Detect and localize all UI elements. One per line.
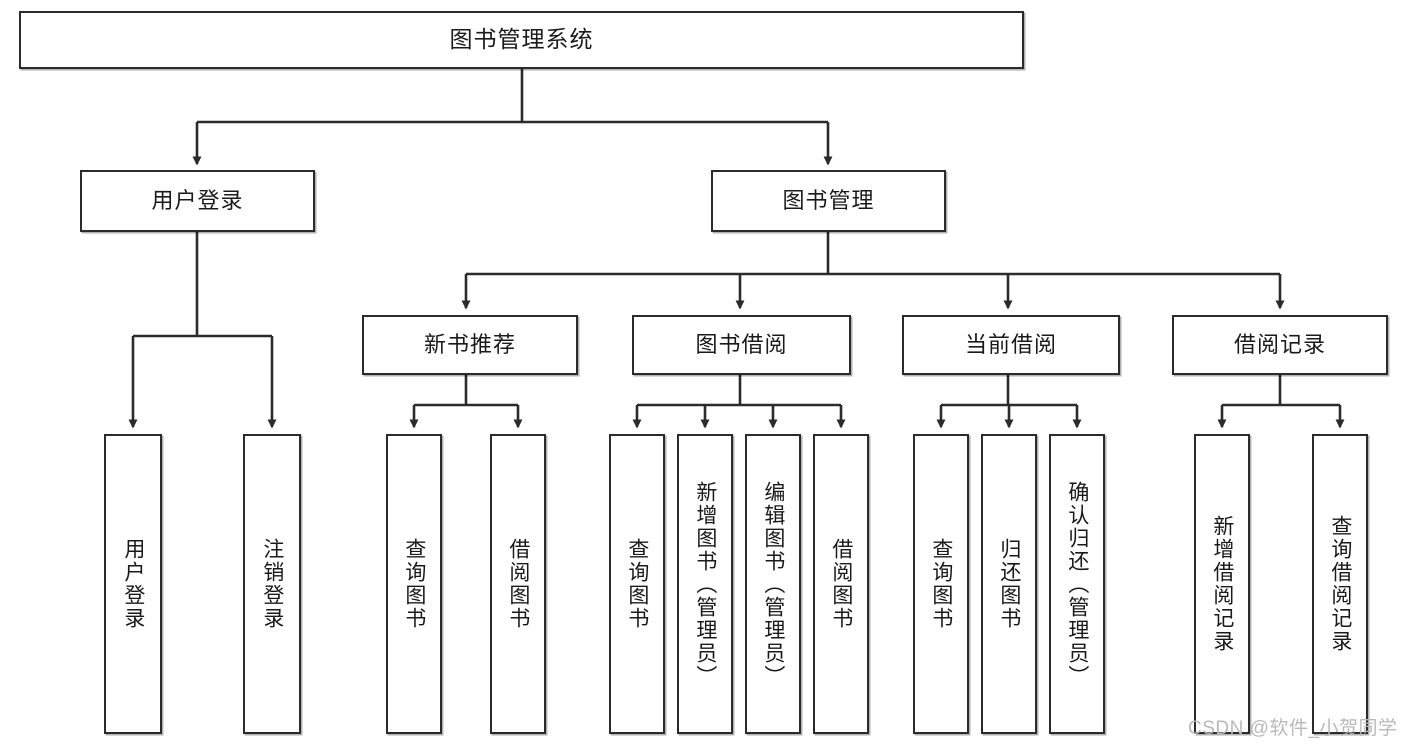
node-user-login[interactable]: 用户登录 [80,170,315,232]
leaf-bookborrow-query-book[interactable]: 查询图书 [609,434,665,734]
node-label: 查询图书 [402,538,426,630]
leaf-currentborrow-return-book[interactable]: 归还图书 [981,434,1037,734]
leaf-bookborrow-edit-book[interactable]: 编辑图书（管理员） [745,434,801,734]
node-label: 借阅记录 [1233,331,1326,357]
node-label: 编辑图书（管理员） [761,480,785,688]
node-label: 用户登录 [151,187,244,213]
node-current-borrow[interactable]: 当前借阅 [902,315,1120,375]
node-label: 当前借阅 [964,331,1057,357]
leaf-bookborrow-add-book[interactable]: 新增图书（管理员） [677,434,733,734]
node-label: 归还图书 [997,538,1021,630]
node-label: 图书借阅 [695,331,788,357]
leaf-newbook-borrow-book[interactable]: 借阅图书 [490,434,546,734]
node-label: 图书管理系统 [449,26,594,53]
node-label: 查询图书 [625,538,649,630]
node-label: 新书推荐 [423,331,516,357]
leaf-newbook-query-book[interactable]: 查询图书 [386,434,442,734]
node-label: 借阅图书 [506,538,530,630]
leaf-currentborrow-query-book[interactable]: 查询图书 [913,434,969,734]
leaf-borrowrecord-query-record[interactable]: 查询借阅记录 [1312,434,1368,734]
node-label: 借阅图书 [829,538,853,630]
node-label: 查询图书 [929,538,953,630]
node-book-borrow[interactable]: 图书借阅 [632,315,851,375]
csdn-watermark: CSDN @软件_小贺同学 [1188,718,1398,739]
node-label: 图书管理 [782,187,875,213]
leaf-logout[interactable]: 注销登录 [243,434,301,734]
node-label: 新增图书（管理员） [693,480,717,688]
leaf-borrowrecord-add-record[interactable]: 新增借阅记录 [1194,434,1250,734]
node-root-system[interactable]: 图书管理系统 [19,11,1024,69]
node-label: 用户登录 [121,538,145,630]
node-new-book-recommend[interactable]: 新书推荐 [362,315,578,375]
node-borrow-record[interactable]: 借阅记录 [1172,315,1388,375]
node-label: 查询借阅记录 [1328,515,1352,653]
leaf-user-login[interactable]: 用户登录 [104,434,162,734]
node-label: 注销登录 [260,538,284,630]
node-label: 新增借阅记录 [1210,515,1234,653]
leaf-bookborrow-borrow-book[interactable]: 借阅图书 [813,434,869,734]
node-book-manage[interactable]: 图书管理 [711,170,946,232]
node-label: 确认归还（管理员） [1065,480,1089,688]
leaf-currentborrow-confirm-return[interactable]: 确认归还（管理员） [1049,434,1105,734]
